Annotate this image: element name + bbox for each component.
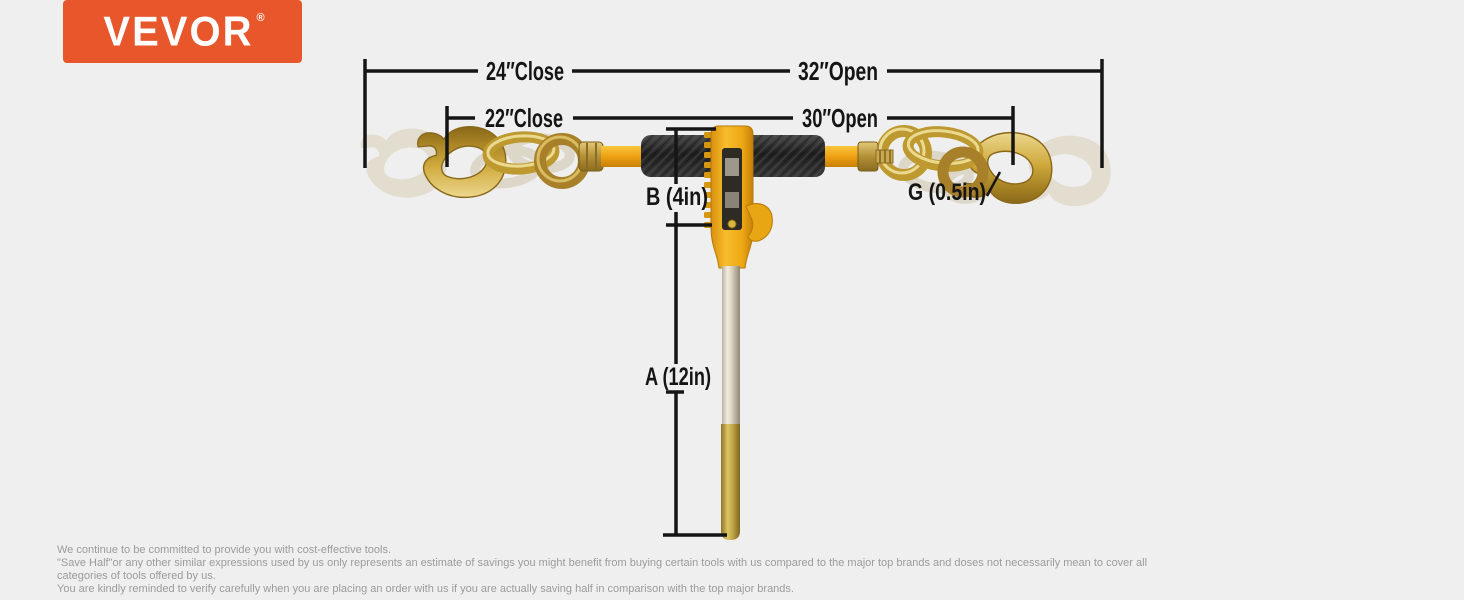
label-22-close: 22″Close — [485, 103, 563, 133]
dim-line-middle — [445, 106, 1015, 167]
label-g-opening: G (0.5in) — [908, 179, 986, 206]
registered-trademark-icon: ® — [256, 11, 265, 24]
dimension-labels: 24″Close 32″Open 22″Close 30″Open B (4in… — [485, 56, 986, 391]
handle-rod-gold-grip — [721, 424, 740, 540]
vevor-logo: VEVOR ® — [63, 0, 302, 63]
disclaimer-text: We continue to be committed to provide y… — [57, 544, 1177, 596]
binder-screw-rods — [578, 141, 894, 172]
handle-rod — [721, 266, 740, 540]
housing-screw — [727, 219, 737, 229]
grab-hook-left — [417, 126, 507, 199]
dim-pointer-g — [985, 171, 1002, 197]
pawl-lower — [725, 192, 739, 208]
load-binder-product — [360, 125, 1111, 540]
handle-rod-chrome — [722, 266, 740, 426]
label-a-length: A (12in) — [645, 363, 711, 391]
release-lever — [745, 203, 773, 242]
dim-line-vertical — [663, 127, 727, 537]
disclaimer-line-3: You are kindly reminded to verify carefu… — [57, 583, 794, 595]
disclaimer-line-1: We continue to be committed to provide y… — [57, 544, 392, 556]
dimension-lines — [363, 59, 1104, 537]
dim-line-top — [363, 59, 1104, 168]
ratchet-housing — [704, 125, 773, 269]
label-30-open: 30″Open — [802, 103, 878, 133]
label-24-close: 24″Close — [486, 56, 564, 86]
disclaimer-line-2: "Save Half"or any other similar expressi… — [57, 557, 1148, 582]
pawl-upper — [725, 158, 739, 176]
label-b-height: B (4in) — [646, 183, 708, 211]
vevor-logo-text: VEVOR — [103, 8, 254, 55]
label-32-open: 32″Open — [798, 56, 878, 86]
